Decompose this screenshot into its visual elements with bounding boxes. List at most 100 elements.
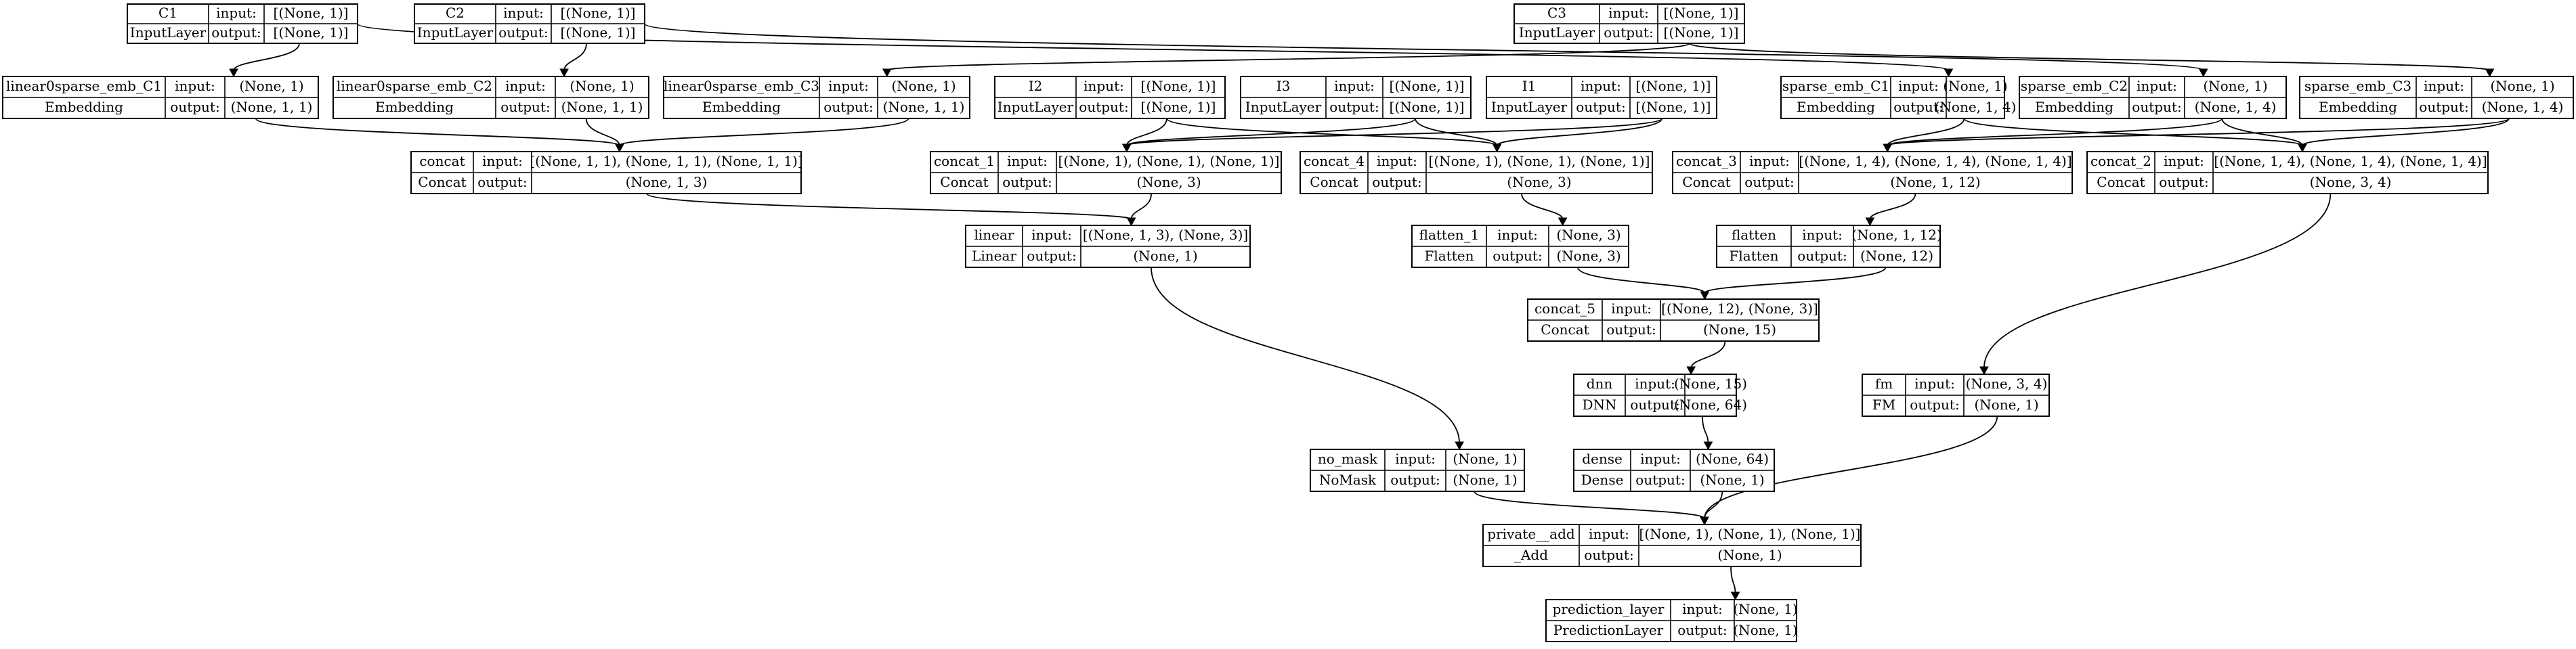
arrowhead — [1979, 366, 1989, 376]
arrowhead — [1126, 217, 1136, 227]
edge-I3-to-concat-4 — [1415, 118, 1498, 146]
output-shape: (None, 12) — [1860, 248, 1933, 264]
edge-flatten-1-to-concat-5 — [1577, 267, 1706, 294]
arrowhead — [1455, 441, 1464, 451]
layer-type: Embedding — [1797, 99, 1875, 115]
output-shape: (None, 3) — [1136, 174, 1201, 190]
output-label: output: — [1797, 248, 1847, 264]
output-shape: (None, 1) — [1717, 547, 1782, 563]
output-shape: [(None, 1)] — [1390, 99, 1465, 115]
input-shape: (None, 1) — [239, 78, 303, 94]
input-label: input: — [505, 78, 546, 94]
arrowhead — [1492, 143, 1502, 153]
input-label: input: — [1682, 601, 1723, 617]
layer-node-lin-C2: linear0sparse_emb_C2Embeddinginput:outpu… — [332, 76, 649, 119]
arrowhead — [1883, 143, 1893, 153]
edge-flatten-to-concat-5 — [1704, 267, 1887, 294]
layer-node-sp-C2: sparse_emb_C2Embeddinginput:output:(None… — [2019, 76, 2287, 119]
output-shape: (None, 3, 4) — [2310, 174, 2392, 190]
arrowhead — [1121, 143, 1132, 153]
input-shape: (None, 1) — [570, 78, 634, 94]
arrowhead — [2198, 68, 2208, 78]
layer-name: C3 — [1547, 5, 1566, 21]
layer-type: Embedding — [2319, 99, 2397, 115]
input-label: input: — [1749, 153, 1790, 169]
edge-dnn-to-dense — [1702, 416, 1709, 444]
input-shape: [(None, 1)] — [1664, 5, 1739, 21]
input-label: input: — [503, 5, 544, 21]
edge-I1-to-concat-1 — [1125, 118, 1662, 146]
output-shape: [(None, 1)] — [1636, 99, 1711, 115]
edge-sp-C3-to-concat-2 — [2302, 118, 2510, 146]
edge-sp-C1-to-concat-2 — [1963, 118, 2303, 146]
arrowhead — [2298, 143, 2307, 153]
layer-type: Linear — [972, 248, 1016, 264]
input-shape: (None, 3) — [1556, 227, 1620, 243]
edge-sp-C1-to-concat-3 — [1887, 118, 1965, 146]
input-label: input: — [1914, 376, 1955, 392]
arrowhead — [1686, 366, 1696, 376]
layer-name: sparse_emb_C2 — [2021, 78, 2128, 94]
output-shape: [(None, 1)] — [1664, 24, 1739, 41]
layer-type: Embedding — [375, 99, 454, 115]
edge-C2-to-lin-C2 — [563, 43, 587, 71]
input-shape: (None, 1) — [1943, 78, 2007, 94]
layer-name: C2 — [446, 5, 465, 21]
layer-type: Concat — [418, 174, 466, 190]
output-label: output: — [1329, 99, 1379, 115]
input-shape: [(None, 1, 3), (None, 3)] — [1083, 227, 1248, 243]
output-label: output: — [823, 99, 873, 115]
input-label: input: — [1611, 300, 1652, 317]
arrowhead — [1558, 217, 1568, 227]
layer-type: InputLayer — [1519, 24, 1595, 41]
output-label: output: — [1893, 99, 1943, 115]
layer-node-lin-C1: linear0sparse_emb_C1Embeddinginput:outpu… — [2, 76, 319, 119]
edge-C3-to-sp-C3 — [1689, 43, 2491, 71]
output-label: output: — [498, 24, 548, 41]
input-label: input: — [2164, 153, 2204, 169]
input-label: input: — [1608, 5, 1649, 21]
edge-C2-to-sp-C2 — [644, 23, 2204, 71]
output-label: output: — [1635, 472, 1685, 488]
edge-fm-to-private-add — [1704, 416, 1998, 519]
layer-type: InputLayer — [130, 24, 207, 41]
edge-concat-1-to-linear — [1130, 193, 1152, 220]
input-shape: (None, 3, 4) — [1966, 376, 2048, 392]
layer-type: InputLayer — [997, 99, 1074, 115]
arrowhead — [1730, 591, 1740, 601]
edge-concat-2-to-fm — [1983, 193, 2332, 369]
edge-lin-C2-to-concat — [585, 118, 620, 146]
edge-I3-to-concat-1 — [1125, 118, 1416, 146]
input-shape: [(None, 1)] — [1141, 78, 1216, 94]
input-shape: [(None, 1), (None, 1), (None, 1)] — [1639, 526, 1861, 542]
input-label: input: — [1497, 227, 1538, 243]
output-shape: [(None, 1)] — [274, 24, 349, 41]
input-label: input: — [216, 5, 257, 21]
layer-name: prediction_layer — [1553, 601, 1665, 617]
layer-type: NoMask — [1319, 472, 1377, 488]
layer-type: Concat — [2097, 174, 2145, 190]
input-shape: [(None, 1)] — [274, 5, 349, 21]
input-shape: [(None, 1, 4), (None, 1, 4), (None, 1, 4… — [2214, 153, 2487, 169]
input-shape: (None, 1) — [2490, 78, 2554, 94]
input-label: input: — [1031, 227, 1072, 243]
output-label: output: — [170, 99, 219, 115]
output-label: output: — [1493, 248, 1542, 264]
input-shape: [(None, 1), (None, 1), (None, 1)] — [1429, 153, 1650, 169]
output-shape: (None, 3) — [1507, 174, 1571, 190]
output-shape: (None, 1, 3) — [626, 174, 708, 190]
arrowhead — [2485, 68, 2495, 78]
edge-concat-3-to-flatten — [1869, 193, 1916, 220]
